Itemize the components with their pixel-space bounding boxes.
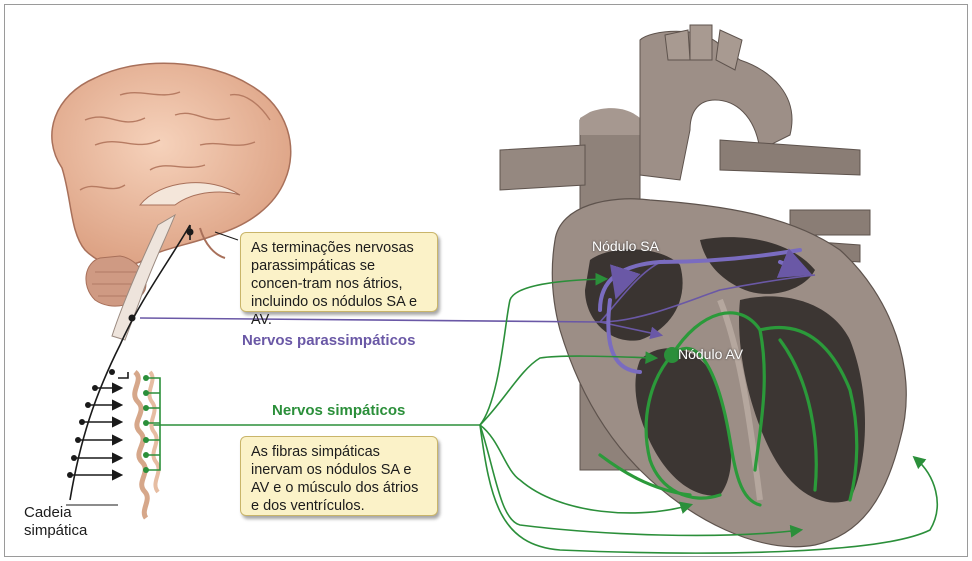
parasympathetic-nerves-label: Nervos parassimpáticos: [242, 332, 415, 349]
sa-node-label: Nódulo SA: [592, 238, 659, 254]
sympathetic-callout: As fibras simpáticas inervam os nódulos …: [240, 436, 438, 516]
parasympathetic-callout: As terminações nervosas parassimpáticas …: [240, 232, 438, 312]
parasympathetic-callout-leader: [215, 232, 238, 240]
sympathetic-nerves-label: Nervos simpáticos: [272, 402, 405, 419]
av-node-label: Nódulo AV: [678, 346, 743, 362]
heart-illustration: [500, 25, 906, 547]
sympathetic-chain-label: Cadeia simpática: [24, 504, 104, 540]
sympathetic-chain-ganglia: [66, 372, 160, 518]
sympathetic-callout-text: As fibras simpáticas inervam os nódulos …: [251, 444, 418, 514]
